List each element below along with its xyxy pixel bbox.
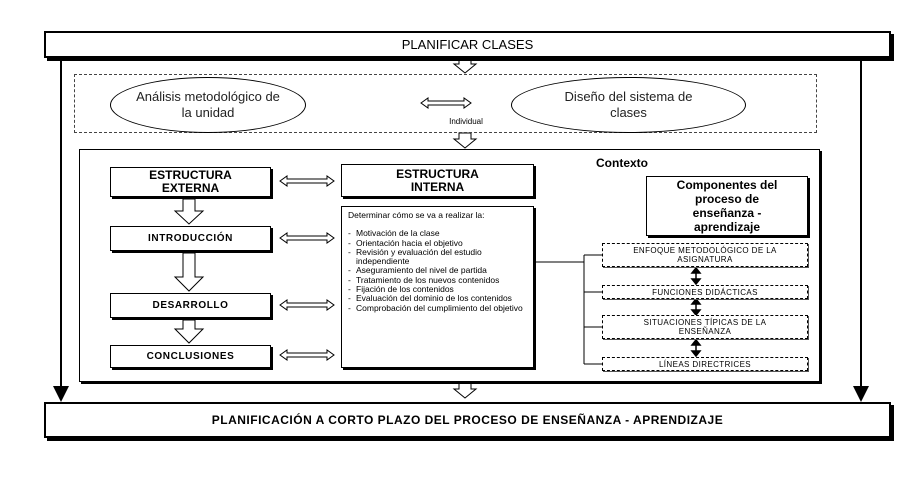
top-title: PLANIFICAR CLASES bbox=[401, 37, 534, 52]
double-arrow-intro bbox=[279, 232, 335, 244]
introduccion-box: INTRODUCCIÓN bbox=[110, 226, 271, 251]
content-list: Motivación de la clase Orientación hacia… bbox=[348, 228, 527, 313]
top-title-box: PLANIFICAR CLASES bbox=[44, 31, 891, 58]
down-arrow-bottom bbox=[452, 382, 478, 399]
down-arrow-mid bbox=[452, 132, 478, 149]
content-box: Determinar cómo se va a realizar la: Mot… bbox=[341, 206, 534, 368]
list-item: Aseguramiento del nivel de partida bbox=[348, 266, 527, 276]
down-arrow-top bbox=[452, 57, 478, 74]
conclusiones-box: CONCLUSIONES bbox=[110, 345, 271, 368]
introduccion-label: INTRODUCCIÓN bbox=[148, 233, 233, 244]
double-arrow-concl bbox=[279, 349, 335, 361]
list-item: Tratamiento de los nuevos contenidos bbox=[348, 275, 527, 285]
context-panel bbox=[79, 149, 820, 382]
componentes-label: Componentes del proceso de enseñanza - a… bbox=[676, 178, 778, 234]
list-item: Evaluación del dominio de los contenidos bbox=[348, 294, 527, 304]
enfoque-label: ENFOQUE METODOLÓGICO DE LA ASIGNATURA bbox=[633, 246, 777, 264]
estructura-externa-label: ESTRUCTURA EXTERNA bbox=[149, 168, 232, 195]
double-arrow-dev bbox=[279, 299, 335, 311]
analysis-left-text: Análisis metodológico de la unidad bbox=[136, 89, 280, 120]
bottom-title: PLANIFICACIÓN A CORTO PLAZO DEL PROCESO … bbox=[211, 412, 724, 427]
analysis-ellipse-right: Diseño del sistema de clases bbox=[511, 77, 746, 133]
down-arrow-dev-concl bbox=[173, 319, 205, 344]
list-item: Motivación de la clase bbox=[348, 228, 527, 238]
funciones-box: FUNCIONES DIDÁCTICAS bbox=[602, 285, 808, 299]
estructura-externa-box: ESTRUCTURA EXTERNA bbox=[110, 167, 271, 197]
analysis-ellipse-left: Análisis metodológico de la unidad bbox=[110, 77, 306, 133]
lineas-label: LÍNEAS DIRECTRICES bbox=[658, 359, 752, 369]
content-intro: Determinar cómo se va a realizar la: bbox=[348, 210, 485, 220]
list-item: Orientación hacia el objetivo bbox=[348, 238, 527, 248]
estructura-interna-label: ESTRUCTURA INTERNA bbox=[396, 166, 479, 194]
double-arrow-estructuras bbox=[279, 175, 335, 187]
desarrollo-box: DESARROLLO bbox=[110, 293, 271, 318]
list-item: Fijación de los contenidos bbox=[348, 284, 527, 294]
estructura-interna-box: ESTRUCTURA INTERNA bbox=[341, 164, 534, 197]
individual-label: Individual bbox=[449, 117, 483, 126]
analysis-right-text: Diseño del sistema de clases bbox=[564, 89, 693, 120]
down-arrow-intro-dev bbox=[173, 252, 205, 292]
componentes-box: Componentes del proceso de enseñanza - a… bbox=[646, 176, 808, 236]
list-item: Comprobación del cumplimiento del objeti… bbox=[348, 303, 527, 313]
double-arrow-analysis bbox=[420, 97, 472, 109]
enfoque-box: ENFOQUE METODOLÓGICO DE LA ASIGNATURA bbox=[602, 243, 808, 267]
situaciones-box: SITUACIONES TÍPICAS DE LA ENSEÑANZA bbox=[602, 315, 808, 339]
situaciones-label: SITUACIONES TÍPICAS DE LA ENSEÑANZA bbox=[643, 318, 767, 336]
conclusiones-label: CONCLUSIONES bbox=[146, 351, 235, 362]
bottom-title-box: PLANIFICACIÓN A CORTO PLAZO DEL PROCESO … bbox=[44, 402, 891, 438]
lineas-box: LÍNEAS DIRECTRICES bbox=[602, 357, 808, 371]
context-title: Contexto bbox=[596, 156, 648, 170]
funciones-label: FUNCIONES DIDÁCTICAS bbox=[652, 287, 758, 297]
analysis-panel bbox=[74, 74, 817, 133]
down-arrow-ext-intro bbox=[173, 198, 205, 225]
list-item: Revisión y evaluación del estudio indepe… bbox=[348, 247, 527, 267]
desarrollo-label: DESARROLLO bbox=[152, 300, 229, 311]
